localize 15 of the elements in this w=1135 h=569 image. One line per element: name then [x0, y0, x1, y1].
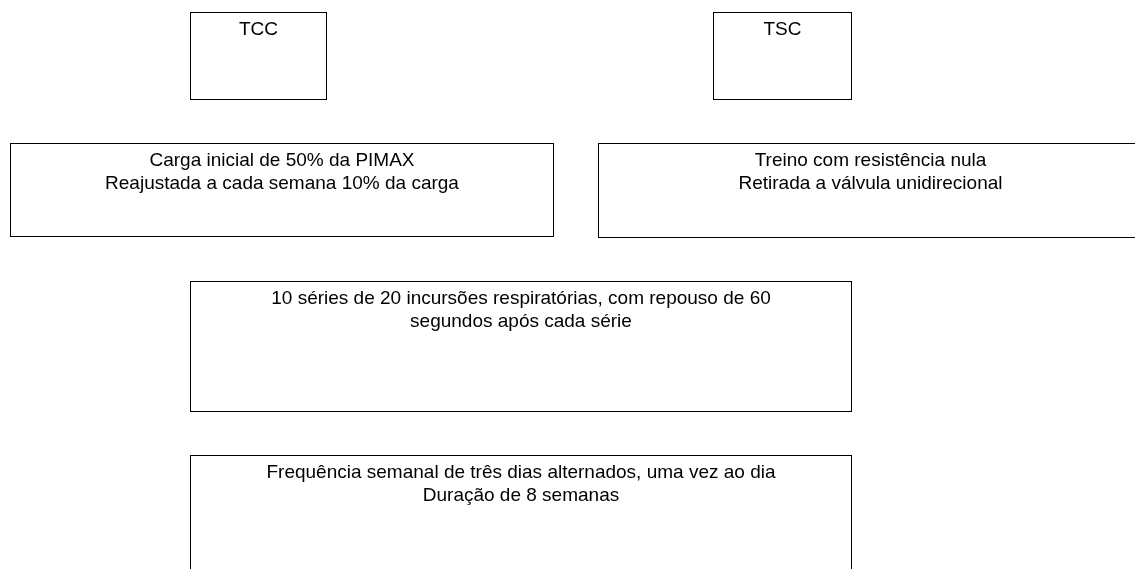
box-text: Treino com resistência nula	[754, 148, 987, 171]
box-text: Retirada a válvula unidirecional	[738, 171, 1003, 194]
box-text: Duração de 8 semanas	[422, 483, 620, 506]
box-text: TCC	[238, 17, 279, 40]
text-box	[598, 143, 1135, 238]
box-text: TSC	[763, 17, 802, 40]
text-box	[713, 12, 852, 100]
text-box	[190, 455, 852, 569]
box-text: Reajustada a cada semana 10% da carga	[105, 171, 459, 194]
box-text: Carga inicial de 50% da PIMAX	[149, 148, 415, 171]
text-box	[190, 281, 852, 412]
box-text: Frequência semanal de três dias alternados, uma vez ao dia	[266, 460, 776, 483]
text-box	[10, 143, 554, 237]
box-text: 10 séries de 20 incursões respiratórias, com repouso de 60 segundos após cada série	[270, 286, 772, 332]
text-box	[190, 12, 327, 100]
